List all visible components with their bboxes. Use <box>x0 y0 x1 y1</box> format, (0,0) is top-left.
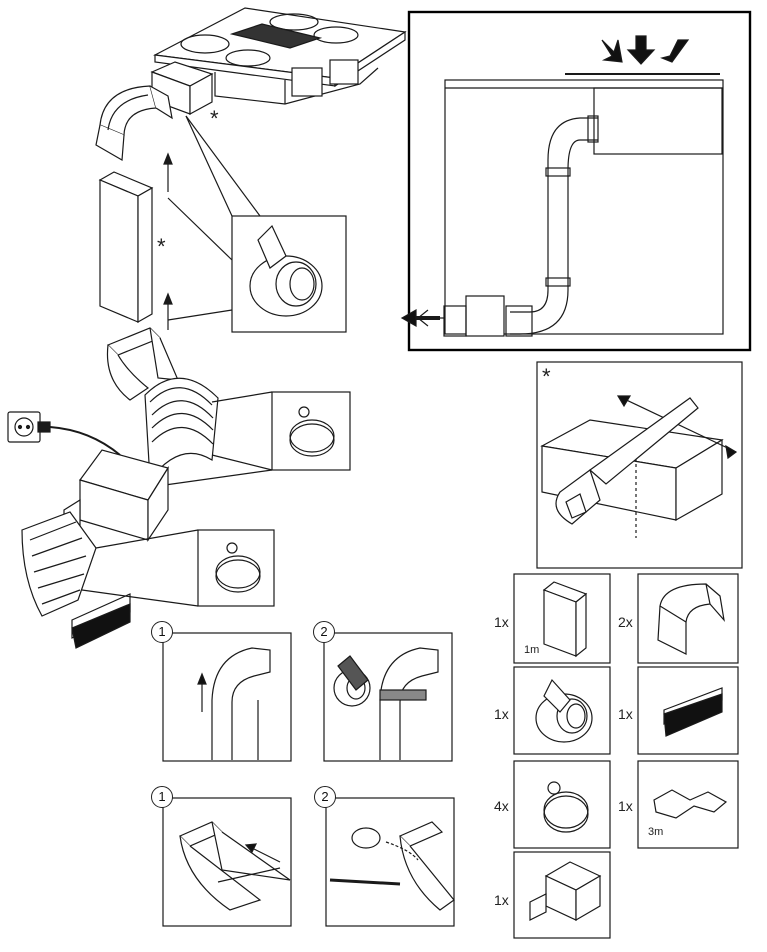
step-panel-2b <box>325 797 455 927</box>
step-number-1a: 1 <box>151 621 173 643</box>
part-qty-straight-duct: 1x <box>494 614 509 630</box>
part-qty-clamp: 4x <box>494 798 509 814</box>
power-socket-icon <box>7 411 121 456</box>
clamp-callout-upper <box>164 391 351 486</box>
elbow-duct-top <box>95 85 173 161</box>
cabinet-section-panel <box>400 10 752 352</box>
hob-illustration <box>153 7 407 105</box>
step-panel-2a <box>323 632 453 762</box>
step-number-2b: 2 <box>314 786 336 808</box>
part-qty-hose: 1x <box>618 798 633 814</box>
step-number-1b: 1 <box>151 786 173 808</box>
step-number-2a: 2 <box>313 621 335 643</box>
tape-callout <box>167 115 347 333</box>
straight-duct <box>98 171 154 324</box>
up-arrows <box>163 152 173 330</box>
part-size-hose: 3m <box>648 826 664 838</box>
marker-star-2: * <box>157 234 166 259</box>
part-qty-fan-box: 1x <box>494 892 509 908</box>
part-size-straight-duct: 1m <box>524 644 540 656</box>
part-qty-tape: 1x <box>494 706 509 722</box>
grille <box>71 593 131 649</box>
rectangular-outlet <box>150 61 214 116</box>
step-panel-1a <box>162 632 292 762</box>
clamp-callout-lower <box>81 529 275 607</box>
saw-cutting-panel <box>536 361 743 569</box>
flexible-hose-lower <box>21 511 97 617</box>
marker-star-1: * <box>210 106 219 131</box>
step-panel-1b <box>162 797 292 927</box>
part-qty-elbow: 2x <box>618 614 633 630</box>
flexible-hose-upper <box>144 377 219 482</box>
elbow-duct-lower <box>106 327 179 401</box>
marker-star-3: * <box>542 364 551 389</box>
part-qty-grille: 1x <box>618 706 633 722</box>
parts-list <box>513 573 739 939</box>
